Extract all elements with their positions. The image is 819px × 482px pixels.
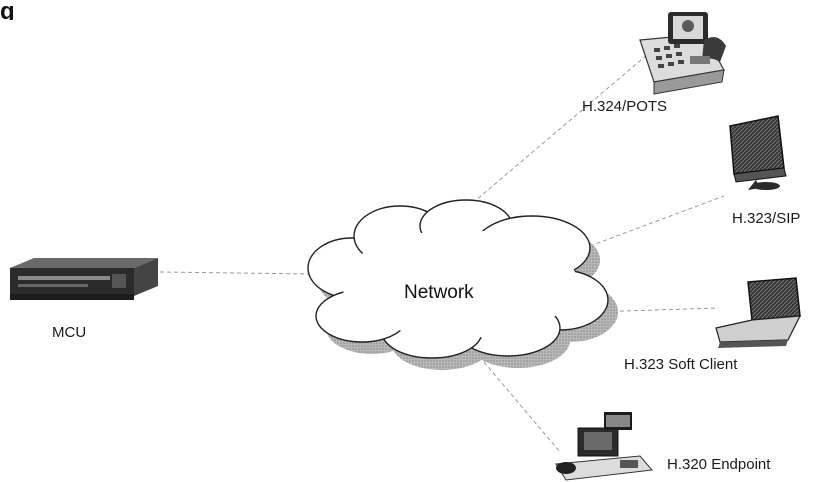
endpoint-device-icon	[555, 412, 653, 481]
pots-label: H.324/POTS	[582, 98, 668, 115]
monitor-device-icon	[729, 115, 787, 190]
link-pots	[461, 53, 649, 213]
network-cloud-label: Network	[404, 282, 474, 303]
mcu-device-icon	[10, 258, 158, 300]
link-mcu	[159, 271, 313, 275]
sip-label: H.323/SIP	[732, 210, 801, 227]
soft-client-label: H.323 Soft Client	[624, 356, 738, 373]
endpoint-label: H.320 Endpoint	[667, 456, 771, 473]
phone-device-icon	[639, 12, 726, 95]
link-endpoint	[483, 361, 561, 453]
link-sip	[589, 195, 725, 247]
mcu-label: MCU	[52, 324, 87, 341]
cropped-heading: g	[0, 0, 15, 20]
laptop-device-icon	[715, 277, 802, 348]
cloud-core	[342, 230, 578, 338]
